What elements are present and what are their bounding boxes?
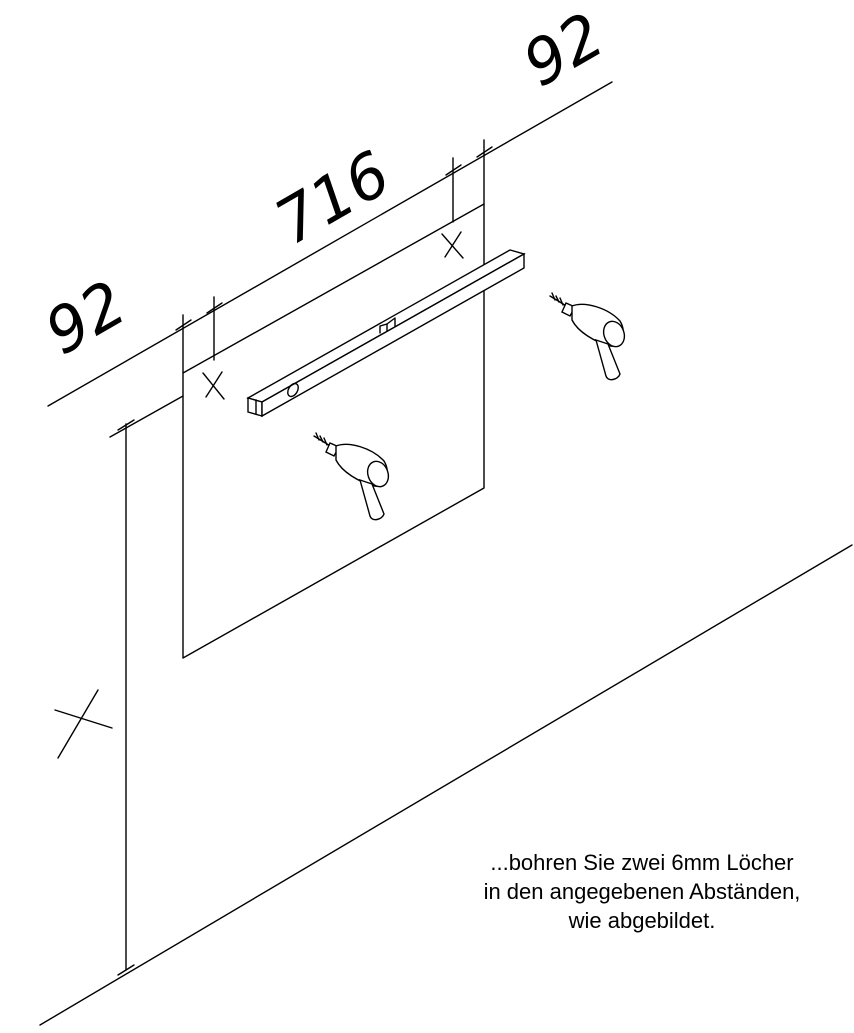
- dimension-tick: [175, 319, 192, 331]
- hole-mark-left: [202, 371, 225, 400]
- dimension-center-spacing: 716: [263, 137, 402, 259]
- height-unspecified-mark: [54, 689, 113, 759]
- dimension-line: [47, 81, 613, 407]
- wall-panel: [182, 203, 485, 659]
- power-drill-icon: [549, 292, 626, 381]
- power-drill-icon: [313, 432, 390, 521]
- floor-line: [39, 544, 853, 1026]
- caption-line: wie abgebildet.: [568, 908, 716, 933]
- height-extension-top: [109, 395, 184, 438]
- instruction-caption: ...bohren Sie zwei 6mm Löcher in den ang…: [430, 848, 854, 935]
- hole-mark-right: [441, 231, 464, 259]
- spirit-level-icon: [246, 249, 526, 418]
- caption-line: ...bohren Sie zwei 6mm Löcher: [490, 850, 794, 875]
- dimension-tick: [445, 164, 462, 176]
- dimension-tick: [476, 146, 493, 158]
- dimension-tick: [206, 302, 223, 314]
- height-tick-top: [117, 419, 135, 431]
- caption-line: in den angegebenen Abständen,: [483, 879, 801, 904]
- height-tick-bottom: [117, 964, 135, 976]
- dimension-right-margin: 92: [511, 0, 616, 101]
- dimension-left-margin: 92: [33, 266, 138, 369]
